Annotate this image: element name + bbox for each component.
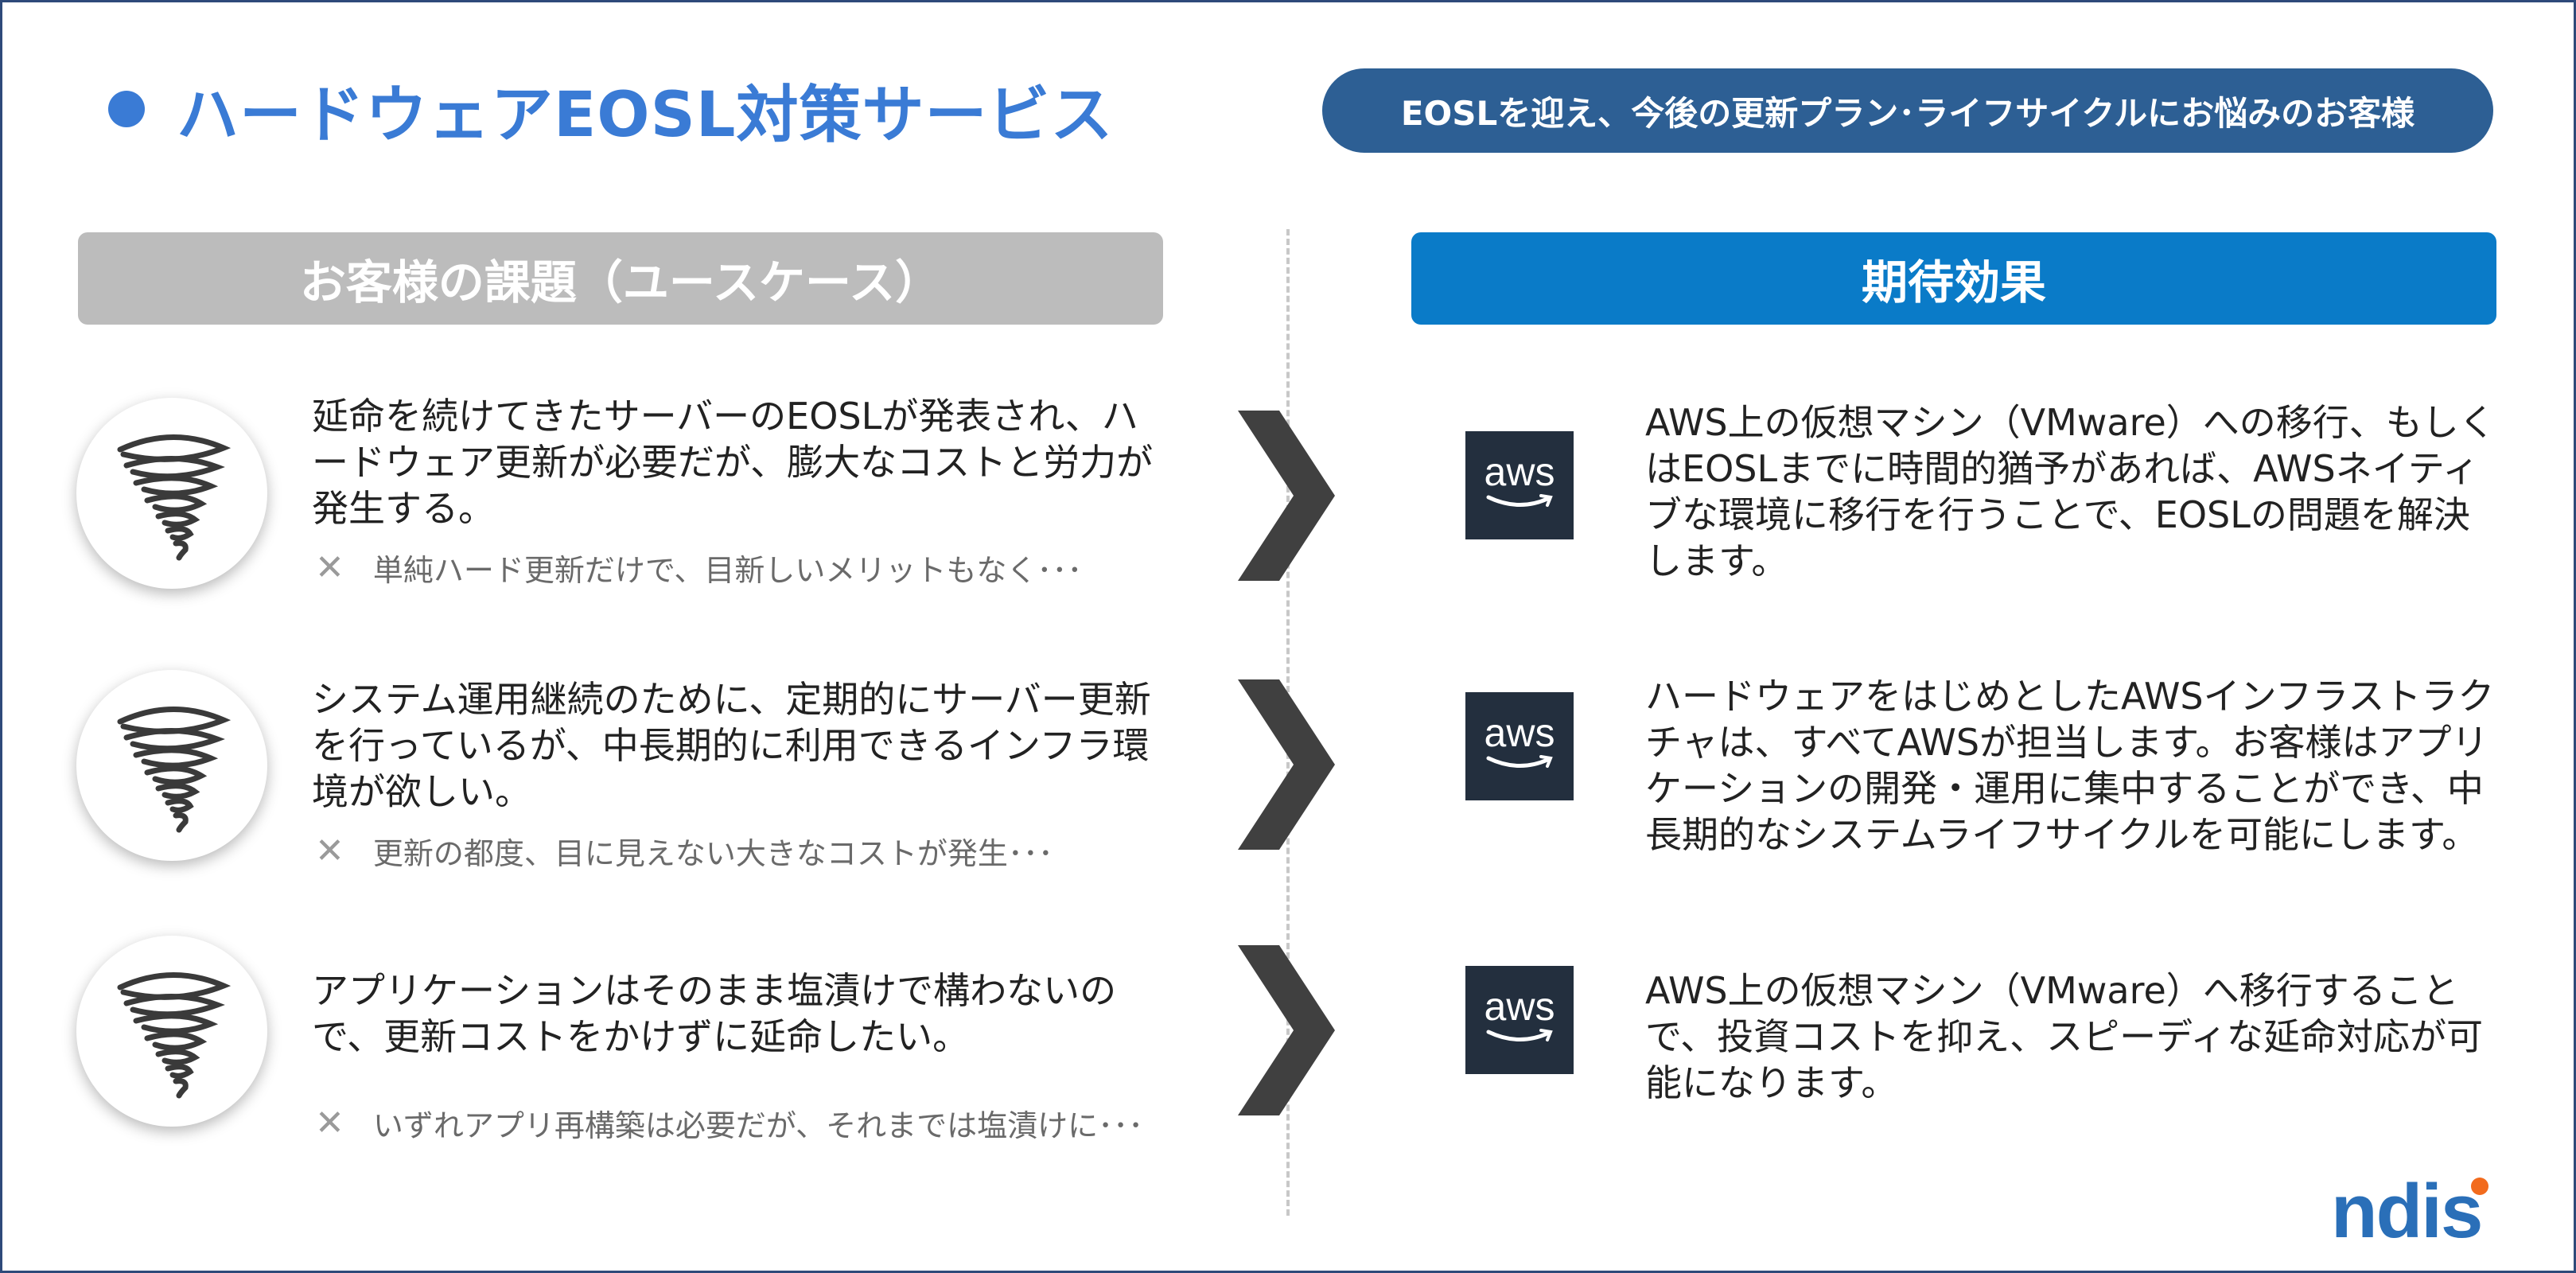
ndis-logo: ndis <box>2331 1168 2483 1255</box>
cross-icon: ✕ <box>315 1103 344 1143</box>
cross-icon: ✕ <box>315 547 344 588</box>
effect-text: AWS上の仮想マシン（VMware）への移行、もしくはEOSLまでに時間的猶予が… <box>1645 401 2496 582</box>
issue-text: アプリケーションはそのまま塩漬けで構わないので、更新コストをかけずに延命したい。 <box>312 969 1117 1058</box>
aws-logo-text: aws <box>1484 984 1555 1029</box>
issue-note: ✕ 単純ハード更新だけで、目新しいメリットもなく･･･ <box>315 546 1230 590</box>
aws-logo-text: aws <box>1484 450 1555 494</box>
tornado-icon <box>76 670 267 861</box>
title-bullet-icon <box>108 91 145 127</box>
chevron-right-icon <box>1238 679 1335 850</box>
effects-header: 期待効果 <box>1411 232 2496 325</box>
effect-text: ハードウェアをはじめとしたAWSインフラストラクチャは、すべてAWSが担当します… <box>1645 675 2495 856</box>
issues-header: お客様の課題（ユースケース） <box>78 232 1163 325</box>
aws-smile-icon <box>1486 755 1553 769</box>
aws-logo-text: aws <box>1484 710 1555 755</box>
aws-logo: aws <box>1465 966 1574 1074</box>
effect-text: AWS上の仮想マシン（VMware）へ移行することで、投資コストを抑え、スピーデ… <box>1645 969 2483 1104</box>
aws-smile-icon <box>1486 494 1553 508</box>
tornado-icon <box>76 398 267 589</box>
logo-dot-icon <box>2471 1178 2488 1195</box>
cross-icon: ✕ <box>315 831 344 871</box>
target-customer-badge: EOSLを迎え、今後の更新プラン･ライフサイクルにお悩みのお客様 <box>1322 68 2493 153</box>
issue-text: システム運用継続のために、定期的にサーバー更新を行っているが、中長期的に利用でき… <box>312 678 1151 813</box>
issue-note: ✕ 更新の都度、目に見えない大きなコストが発生･･･ <box>315 829 1230 873</box>
chevron-right-icon <box>1238 411 1335 581</box>
chevron-right-icon <box>1238 945 1335 1115</box>
issue-note-text: 更新の都度、目に見えない大きなコストが発生･･･ <box>372 836 1053 871</box>
issue-note-text: いずれアプリ再構築は必要だが、それまでは塩漬けに･･･ <box>372 1108 1144 1143</box>
issue-text: 延命を続けてきたサーバーのEOSLが発表され、ハードウェア更新が必要だが、膨大な… <box>312 395 1154 530</box>
aws-logo: aws <box>1465 692 1574 800</box>
issue-note: ✕ いずれアプリ再構築は必要だが、それまでは塩漬けに･･･ <box>315 1101 1230 1145</box>
page-title: ハードウェアEOSL対策サービス <box>177 80 1114 151</box>
issue-note-text: 単純ハード更新だけで、目新しいメリットもなく･･･ <box>372 553 1083 588</box>
tornado-icon <box>76 936 267 1127</box>
aws-smile-icon <box>1486 1029 1553 1042</box>
brand-name: ndis <box>2331 1169 2483 1254</box>
aws-logo: aws <box>1465 431 1574 539</box>
